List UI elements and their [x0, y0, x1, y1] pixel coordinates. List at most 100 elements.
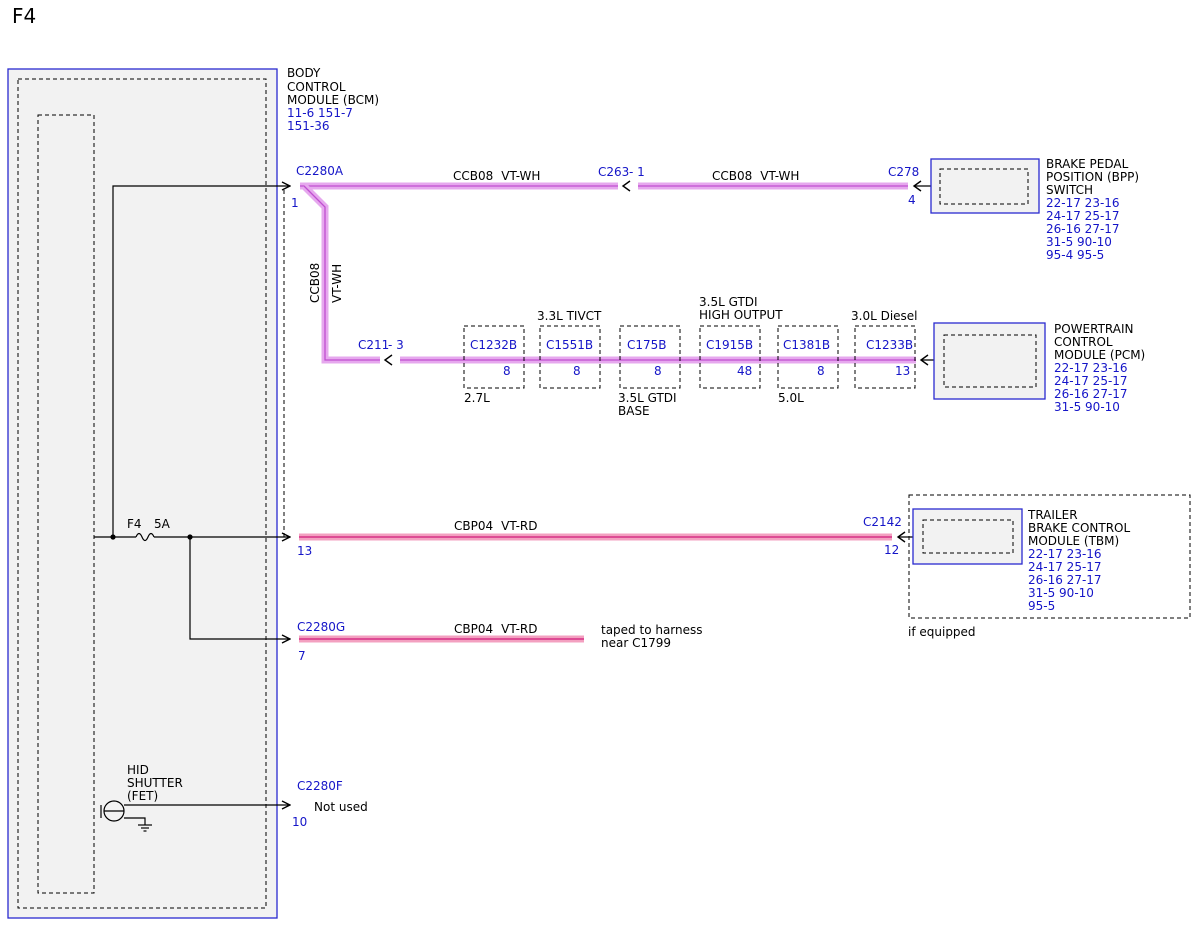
- variant-pin-4: 48: [737, 364, 752, 378]
- pin-13-bcm: 13: [297, 544, 312, 558]
- feed-wire-c2280g: [189, 537, 290, 639]
- fuse-symbol: [135, 532, 155, 542]
- variant-pin-2: 8: [573, 364, 581, 378]
- connector-c263: C263: [598, 165, 629, 179]
- tbm-ref-line-3: 26-16 27-17: [1028, 573, 1102, 587]
- connector-c2280f: C2280F: [297, 779, 343, 793]
- bcm-outline: [7, 68, 278, 919]
- variant-label-6: 3.0L Diesel: [851, 309, 918, 323]
- hid-line-1: HID: [127, 763, 149, 777]
- pcm-variant-3: C175B 8 3.5L GTDI BASE: [618, 325, 681, 418]
- bcm-name-line-1: BODY: [287, 66, 321, 80]
- variant-pin-1: 8: [503, 364, 511, 378]
- pcm-variant-6: C1233B 13 3.0L Diesel: [851, 309, 918, 389]
- tbm-ref-line-2: 24-17 25-17: [1028, 560, 1102, 574]
- taped-note-line-2: near C1799: [601, 636, 671, 650]
- variant-connector-2: C1551B: [546, 338, 593, 352]
- wire-cbp04: [299, 533, 892, 643]
- pcm-variant-4: C1915B 48 3.5L GTDI HIGH OUTPUT: [699, 295, 783, 389]
- hid-line-3: (FET): [127, 789, 158, 803]
- pcm-inner: [943, 334, 1037, 388]
- bpp-ref-line-3: 26-16 27-17: [1046, 222, 1120, 236]
- tbm-inner: [922, 519, 1014, 554]
- variant-label-3-line-1: 3.5L GTDI: [618, 391, 677, 405]
- bcm-module: [7, 68, 285, 919]
- pcm-ref-line-4: 31-5 90-10: [1054, 400, 1120, 414]
- pin-c211: - 3: [388, 338, 404, 352]
- connector-c2280a: C2280A: [296, 164, 344, 178]
- pcm-outline: [933, 322, 1046, 400]
- pcm-variant-1: C1232B 8 2.7L: [463, 325, 525, 405]
- pin-c263: - 1: [629, 165, 645, 179]
- bpp-switch: [930, 158, 1040, 214]
- wire-label-ccb08-vertical-circuit: CCB08: [308, 263, 322, 303]
- not-used-label: Not used: [314, 800, 368, 814]
- splice-dot-2: [187, 534, 193, 540]
- pcm-ref-line-3: 26-16 27-17: [1054, 387, 1128, 401]
- bcm-ref-line-2: 151-36: [287, 119, 330, 133]
- pin-c2280g: 7: [298, 649, 306, 663]
- wire-ccb08-top: [300, 182, 916, 364]
- pcm-variant-5: C1381B 8 5.0L: [777, 325, 839, 405]
- variant-connector-5: C1381B: [783, 338, 830, 352]
- bcm-inner-outline: [17, 78, 267, 909]
- variant-pin-6: 13: [895, 364, 910, 378]
- splice-dot-1: [110, 534, 116, 540]
- variant-label-4-line-1: 3.5L GTDI: [699, 295, 758, 309]
- tbm-name-line-1: TRAILER: [1027, 508, 1078, 522]
- bcm-name-line-2: CONTROL: [287, 80, 346, 94]
- bpp-name-line-3: SWITCH: [1046, 183, 1093, 197]
- variant-box-4: [699, 325, 761, 389]
- tbm-outline: [912, 508, 1023, 565]
- variant-connector-6: C1233B: [866, 338, 913, 352]
- bcm-internal-wiring: [94, 186, 290, 832]
- variant-pin-5: 8: [817, 364, 825, 378]
- feed-wire-c2280a: [112, 186, 290, 537]
- bpp-inner: [939, 168, 1029, 205]
- variant-box-3: [619, 325, 681, 389]
- variant-label-2: 3.3L TIVCT: [537, 309, 602, 323]
- variant-box-1: [463, 325, 525, 389]
- variant-box-5: [777, 325, 839, 389]
- connector-c211: C211: [358, 338, 389, 352]
- bpp-ref-line-2: 24-17 25-17: [1046, 209, 1120, 223]
- connector-c278: C278: [888, 165, 919, 179]
- bpp-ref-line-1: 22-17 23-16: [1046, 196, 1120, 210]
- wire-ccb08-vertical-core: [303, 185, 380, 361]
- pcm-name-line-1: POWERTRAIN: [1054, 322, 1134, 336]
- pin-c278: 4: [908, 193, 916, 207]
- bcm-ref-line-1: 11-6 151-7: [287, 106, 353, 120]
- tbm-module: [908, 494, 1191, 619]
- tbm-optional-outline: [908, 494, 1191, 619]
- bpp-ref-line-4: 31-5 90-10: [1046, 235, 1112, 249]
- ground-wire: [124, 817, 146, 825]
- variant-box-2: [539, 325, 601, 389]
- tbm-name-line-2: BRAKE CONTROL: [1028, 521, 1130, 535]
- wire-label-ccb08-vertical-color: VT-WH: [330, 264, 344, 303]
- tbm-ref-line-1: 22-17 23-16: [1028, 547, 1102, 561]
- pin-c2280a: 1: [291, 196, 299, 210]
- variant-connector-3: C175B: [627, 338, 667, 352]
- variant-box-6: [854, 325, 916, 389]
- pcm-ref-line-2: 24-17 25-17: [1054, 374, 1128, 388]
- page-title: F4: [12, 4, 36, 28]
- connector-c2280g: C2280G: [297, 620, 345, 634]
- variant-connector-1: C1232B: [470, 338, 517, 352]
- variant-label-5: 5.0L: [778, 391, 804, 405]
- pin-c2280f: 10: [292, 815, 307, 829]
- pcm-name-line-3: MODULE (PCM): [1054, 348, 1145, 362]
- variant-connector-4: C1915B: [706, 338, 753, 352]
- pin-c2142: 12: [884, 543, 899, 557]
- tbm-ref-line-5: 95-5: [1028, 599, 1055, 613]
- bcm-internal-block: [37, 114, 95, 894]
- tbm-if-equipped: if equipped: [908, 625, 976, 639]
- variant-label-4-line-2: HIGH OUTPUT: [699, 308, 783, 322]
- connector-c2142: C2142: [863, 515, 902, 529]
- c211-arrow: [383, 354, 393, 366]
- fuse-name: F4: [127, 517, 142, 531]
